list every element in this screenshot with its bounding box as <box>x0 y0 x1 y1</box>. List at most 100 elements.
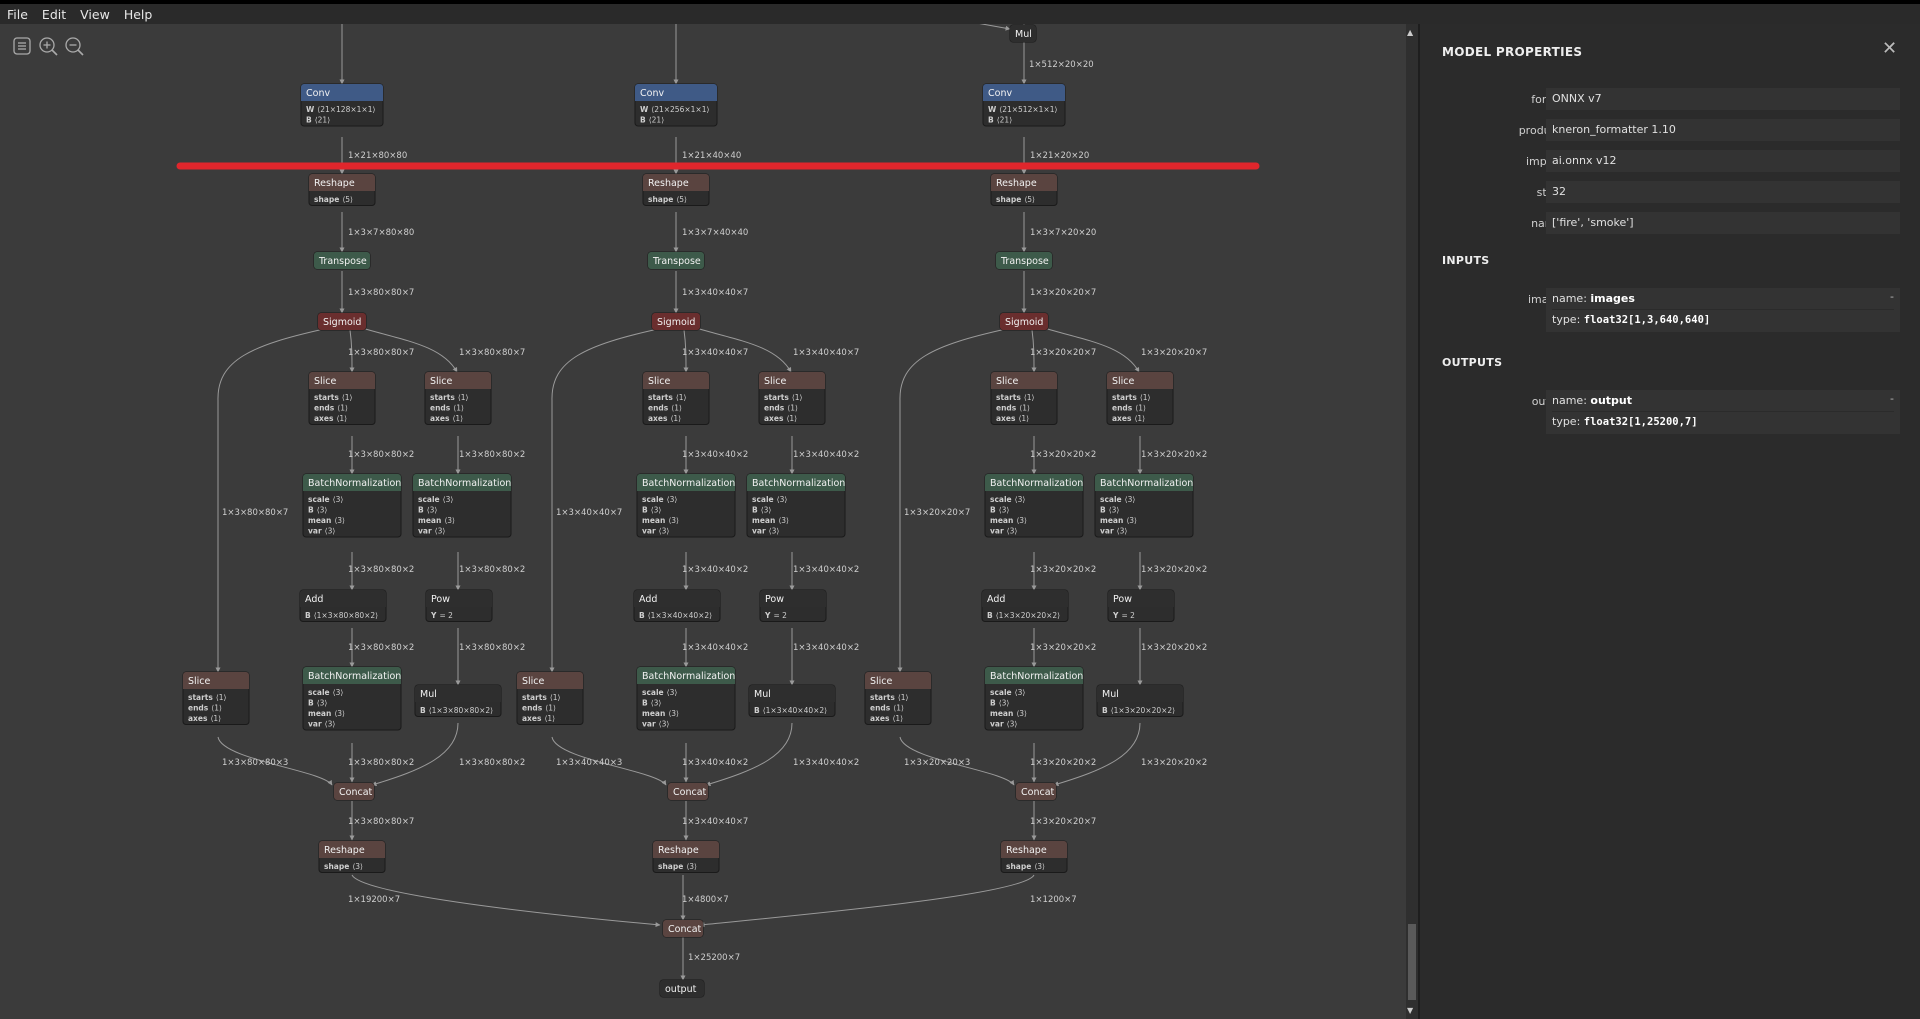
input-type-line: type: float32[1,3,640,640] <box>1552 309 1894 330</box>
zoom-in-icon[interactable] <box>38 36 58 56</box>
menu-file[interactable]: File <box>7 6 28 22</box>
attribute-key: B <box>642 699 648 708</box>
graph-edge <box>1053 722 1141 787</box>
edge-shape-label: 1×3×40×40×2 <box>793 565 859 575</box>
menu-edit[interactable]: Edit <box>41 6 67 22</box>
node-title: Concat <box>673 787 707 798</box>
node-concat-final[interactable]: Concat <box>662 919 704 938</box>
node-batchnorm[interactable]: BatchNormalizationscale⟨3⟩B⟨3⟩mean⟨3⟩var… <box>636 473 736 538</box>
close-icon[interactable]: ✕ <box>1882 38 1898 59</box>
node-batchnorm[interactable]: BatchNormalizationscale⟨3⟩B⟨3⟩mean⟨3⟩var… <box>302 666 402 731</box>
node-attribute: ends⟨1⟩ <box>648 404 682 413</box>
sidebar-toggle-icon[interactable] <box>12 36 32 56</box>
graph-scrollbar[interactable]: ▲ ▼ <box>1406 24 1418 1019</box>
output-output: output name: output - type: float32[1,25… <box>1420 390 1920 434</box>
node-attribute: var⟨3⟩ <box>990 527 1017 536</box>
node-batchnorm[interactable]: BatchNormalizationscale⟨3⟩B⟨3⟩mean⟨3⟩var… <box>412 473 512 538</box>
attribute-key: scale <box>752 495 774 504</box>
node-header <box>663 920 703 937</box>
node-attribute: B⟨3⟩ <box>308 506 327 515</box>
node-header-edge <box>319 855 385 858</box>
input-images: images name: images - type: float32[1,3,… <box>1420 288 1920 332</box>
property-value[interactable]: kneron_formatter 1.10 <box>1546 119 1900 141</box>
scroll-thumb[interactable] <box>1408 924 1416 1000</box>
node-batchnorm[interactable]: BatchNormalizationscale⟨3⟩B⟨3⟩mean⟨3⟩var… <box>984 473 1084 538</box>
expand-icon[interactable]: - <box>1890 290 1894 303</box>
attribute-key: B <box>640 116 646 125</box>
node-header-edge <box>643 386 709 389</box>
node-batchnorm[interactable]: BatchNormalizationscale⟨3⟩B⟨3⟩mean⟨3⟩var… <box>984 666 1084 731</box>
edge-shape-label: 1×3×80×80×2 <box>348 565 414 575</box>
node-title: Add <box>987 594 1005 605</box>
attribute-value: ⟨3⟩ <box>686 862 697 871</box>
property-value[interactable]: ['fire', 'smoke'] <box>1546 212 1900 234</box>
output-details[interactable]: name: output - type: float32[1,25200,7] <box>1546 390 1900 434</box>
expand-icon[interactable]: - <box>1890 392 1894 405</box>
menu-help[interactable]: Help <box>123 6 153 22</box>
node-attribute: starts⟨1⟩ <box>1112 393 1151 402</box>
attribute-key: B <box>306 116 312 125</box>
node-transpose[interactable]: Transpose <box>995 251 1053 270</box>
scroll-up-icon[interactable]: ▲ <box>1407 28 1414 37</box>
node-batchnorm[interactable]: BatchNormalizationscale⟨3⟩B⟨3⟩mean⟨3⟩var… <box>1094 473 1194 538</box>
node-batchnorm[interactable]: BatchNormalizationscale⟨3⟩B⟨3⟩mean⟨3⟩var… <box>302 473 402 538</box>
node-sigmoid[interactable]: Sigmoid <box>999 312 1049 331</box>
node-title: Mul <box>1102 689 1119 700</box>
attribute-key: shape <box>314 195 339 204</box>
node-concat[interactable]: Concat <box>1015 782 1057 801</box>
attribute-key: var <box>990 527 1004 536</box>
node-transpose[interactable]: Transpose <box>313 251 371 270</box>
property-value[interactable]: ONNX v7 <box>1546 88 1900 110</box>
menu-view[interactable]: View <box>80 6 110 22</box>
node-attribute: B⟨1×3×20×20×2⟩ <box>987 611 1060 620</box>
node-sigmoid[interactable]: Sigmoid <box>651 312 701 331</box>
property-value[interactable]: 32 <box>1546 181 1900 203</box>
property-value[interactable]: ai.onnx v12 <box>1546 150 1900 172</box>
graph-svg[interactable]: 1×512×20×201×21×80×801×3×7×80×801×3×80×8… <box>0 24 1406 1019</box>
input-details[interactable]: name: images - type: float32[1,3,640,640… <box>1546 288 1900 332</box>
attribute-key: shape <box>996 195 1021 204</box>
attribute-key: Y <box>430 611 437 620</box>
scroll-down-icon[interactable]: ▼ <box>1407 1006 1414 1015</box>
node-mul-top[interactable]: Mul <box>1009 24 1037 43</box>
node-sigmoid[interactable]: Sigmoid <box>317 312 367 331</box>
node-header-edge <box>303 681 401 684</box>
node-batchnorm[interactable]: BatchNormalizationscale⟨3⟩B⟨3⟩mean⟨3⟩var… <box>746 473 846 538</box>
node-concat[interactable]: Concat <box>667 782 709 801</box>
node-output[interactable]: output <box>659 979 705 998</box>
node-header <box>303 667 401 684</box>
node-transpose[interactable]: Transpose <box>647 251 705 270</box>
node-batchnorm[interactable]: BatchNormalizationscale⟨3⟩B⟨3⟩mean⟨3⟩var… <box>636 666 736 731</box>
node-concat[interactable]: Concat <box>333 782 375 801</box>
node-title: Concat <box>339 787 373 798</box>
zoom-out-icon[interactable] <box>64 36 84 56</box>
